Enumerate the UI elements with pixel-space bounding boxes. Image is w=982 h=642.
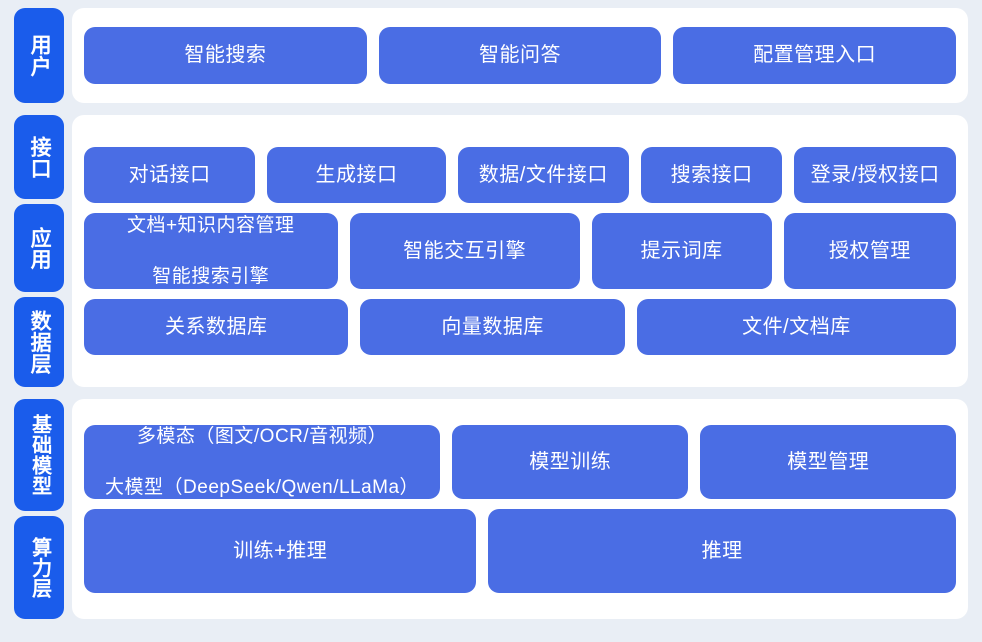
card-doc-knowledge-management[interactable]: 文档+知识内容管理 智能搜索引擎 <box>84 213 338 289</box>
tab-column-base: 基础模型 算力层 <box>14 399 64 619</box>
card-search-interface[interactable]: 搜索接口 <box>640 147 783 203</box>
card-model-training[interactable]: 模型训练 <box>452 425 689 499</box>
panel-middle: 对话接口 生成接口 数据/文件接口 搜索接口 登录/授权接口 文档+知识内容管理… <box>72 115 968 387</box>
side-tab-interface[interactable]: 接口 <box>14 115 64 199</box>
panel-base: 多模态（图文/OCR/音视频） 大模型（DeepSeek/Qwen/LLaMa）… <box>72 399 968 619</box>
row-user-entries: 智能搜索 智能问答 配置管理入口 <box>84 27 957 84</box>
card-relational-database[interactable]: 关系数据库 <box>84 299 349 355</box>
card-data-file-interface[interactable]: 数据/文件接口 <box>457 147 629 203</box>
panel-user: 智能搜索 智能问答 配置管理入口 <box>72 8 968 103</box>
card-smart-interaction-engine[interactable]: 智能交互引擎 <box>349 213 580 289</box>
card-multimodal-large-model[interactable]: 多模态（图文/OCR/音视频） 大模型（DeepSeek/Qwen/LLaMa） <box>84 425 441 499</box>
row-compute: 训练+推理 推理 <box>84 509 956 593</box>
row-data-stores: 关系数据库 向量数据库 文件/文档库 <box>84 299 957 355</box>
card-authorization-management[interactable]: 授权管理 <box>783 213 956 289</box>
card-training-and-inference[interactable]: 训练+推理 <box>84 509 477 593</box>
card-file-document-store[interactable]: 文件/文档库 <box>636 299 957 355</box>
row-interfaces: 对话接口 生成接口 数据/文件接口 搜索接口 登录/授权接口 <box>84 147 956 203</box>
tab-column-user: 用户 <box>14 8 64 103</box>
row-applications: 文档+知识内容管理 智能搜索引擎 智能交互引擎 提示词库 授权管理 <box>84 213 956 289</box>
card-dialog-interface[interactable]: 对话接口 <box>84 147 256 203</box>
side-tab-foundation-model[interactable]: 基础模型 <box>14 399 64 511</box>
tab-column-middle: 接口 应用 数据层 <box>14 115 64 387</box>
row-models: 多模态（图文/OCR/音视频） 大模型（DeepSeek/Qwen/LLaMa）… <box>84 425 956 499</box>
card-config-management-entry[interactable]: 配置管理入口 <box>673 27 957 84</box>
card-login-auth-interface[interactable]: 登录/授权接口 <box>794 147 956 203</box>
band-base: 基础模型 算力层 多模态（图文/OCR/音视频） 大模型（DeepSeek/Qw… <box>14 399 968 619</box>
card-model-management[interactable]: 模型管理 <box>700 425 956 499</box>
band-middle: 接口 应用 数据层 对话接口 生成接口 数据/文件接口 搜索接口 登录/授权接口… <box>14 115 968 387</box>
side-tab-data-layer[interactable]: 数据层 <box>14 297 64 387</box>
side-tab-compute-layer[interactable]: 算力层 <box>14 516 64 619</box>
card-prompt-library[interactable]: 提示词库 <box>591 213 772 289</box>
side-tab-user[interactable]: 用户 <box>14 8 64 103</box>
band-user: 用户 智能搜索 智能问答 配置管理入口 <box>14 8 968 103</box>
card-smart-search[interactable]: 智能搜索 <box>84 27 367 84</box>
card-vector-database[interactable]: 向量数据库 <box>360 299 625 355</box>
card-inference[interactable]: 推理 <box>488 509 956 593</box>
card-doc-knowledge-management-line1: 文档+知识内容管理 <box>126 215 295 237</box>
card-doc-knowledge-management-line2: 智能搜索引擎 <box>152 265 270 287</box>
card-multimodal-large-model-line1: 多模态（图文/OCR/音视频） <box>136 426 388 448</box>
card-smart-qa[interactable]: 智能问答 <box>378 27 662 84</box>
card-generation-interface[interactable]: 生成接口 <box>267 147 446 203</box>
side-tab-application[interactable]: 应用 <box>14 204 64 292</box>
card-multimodal-large-model-line2: 大模型（DeepSeek/Qwen/LLaMa） <box>105 476 420 498</box>
